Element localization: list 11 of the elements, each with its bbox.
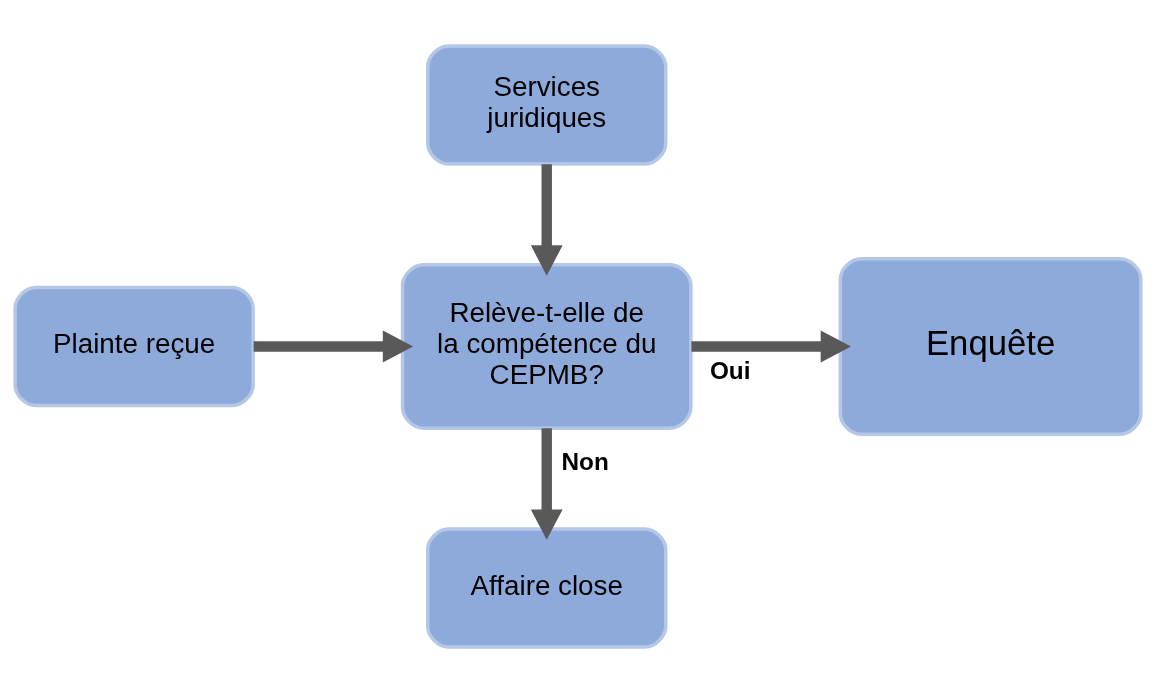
node-box: Enquête: [838, 256, 1143, 436]
arrow: [691, 330, 851, 362]
arrow: [253, 330, 414, 362]
node-box: Services juridiques: [426, 43, 668, 166]
arrow: [530, 163, 563, 276]
edge-label: Oui: [709, 356, 751, 384]
node-box: Affaire close: [426, 526, 668, 649]
edge-label: Non: [561, 447, 609, 475]
node-box: Relève-t-elle de la compétence du CEPMB?: [400, 262, 693, 430]
node-box: Plainte reçue: [13, 285, 255, 407]
arrow: [530, 427, 563, 540]
